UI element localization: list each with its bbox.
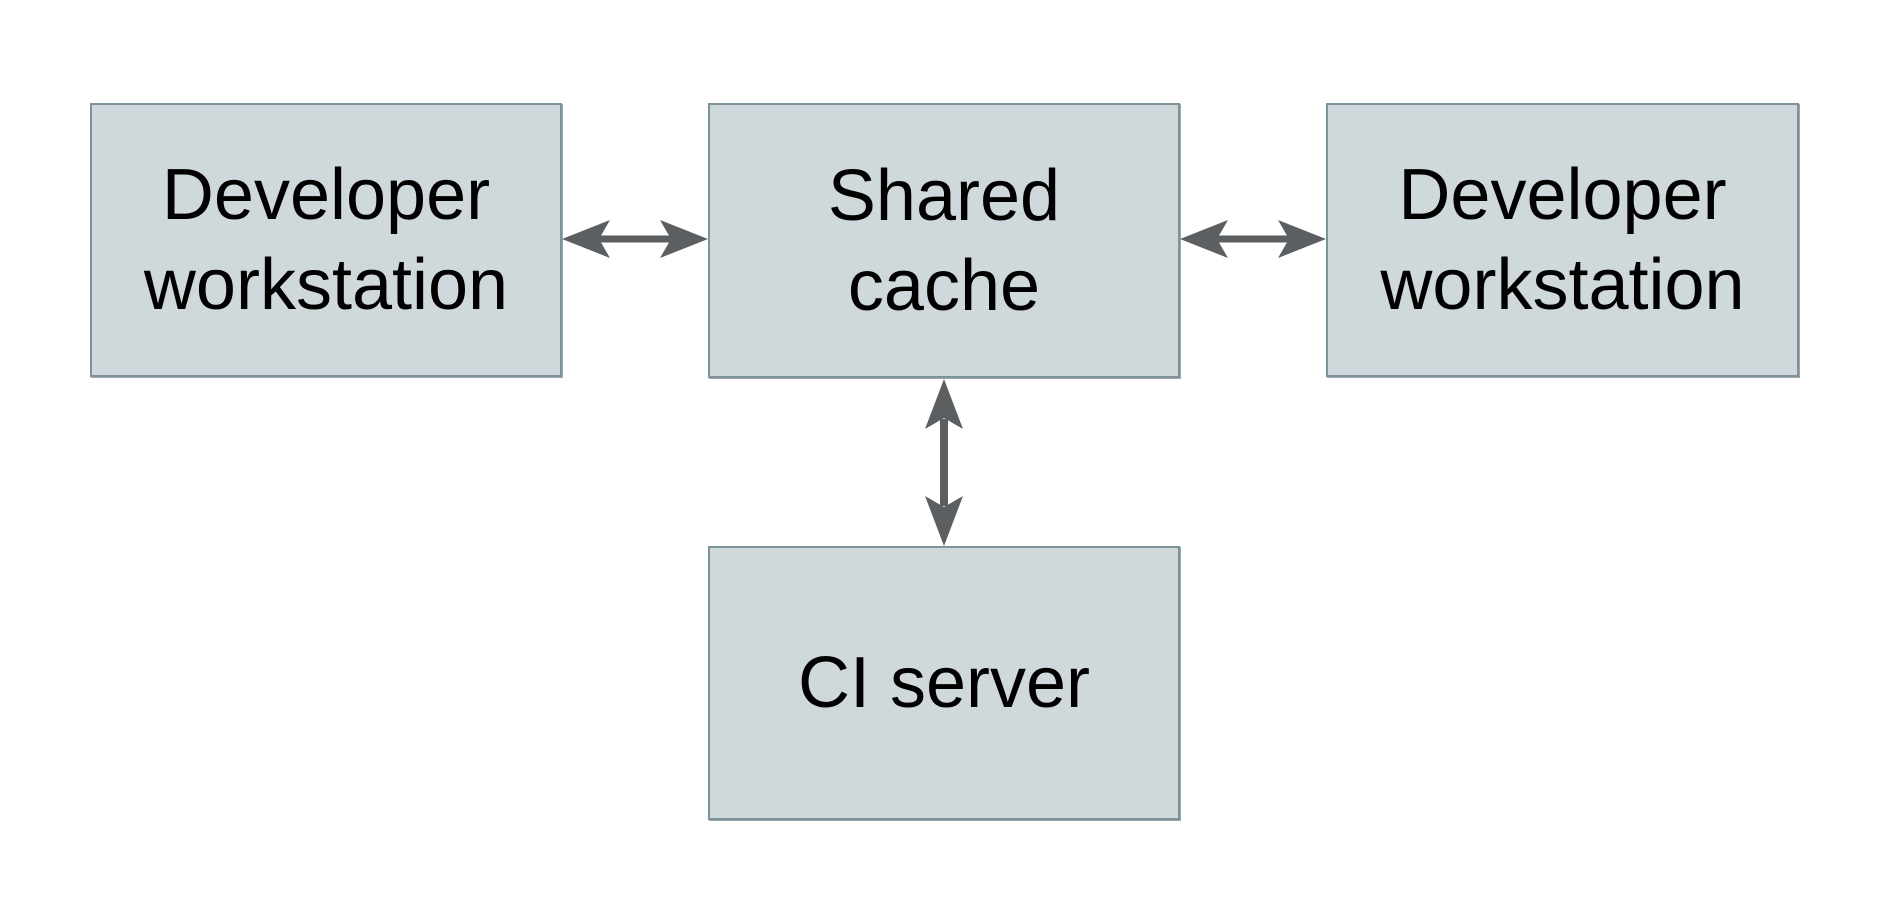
bidirectional-arrow-cache-to-ci-server-icon xyxy=(925,379,963,546)
bidirectional-arrow-cache-to-right-workstation-icon xyxy=(1180,220,1326,258)
node-shared-cache-label: Shared cache xyxy=(827,155,1061,326)
node-developer-workstation-right: Developer workstation xyxy=(1326,103,1799,377)
node-shared-cache: Shared cache xyxy=(708,103,1180,378)
node-developer-workstation-left: Developer workstation xyxy=(90,103,562,377)
bidirectional-arrow-left-workstation-to-cache-icon xyxy=(562,220,708,258)
node-developer-workstation-right-label: Developer workstation xyxy=(1380,155,1745,325)
node-ci-server: CI server xyxy=(708,546,1180,820)
node-developer-workstation-left-label: Developer workstation xyxy=(143,155,509,325)
node-ci-server-label: CI server xyxy=(797,643,1091,723)
